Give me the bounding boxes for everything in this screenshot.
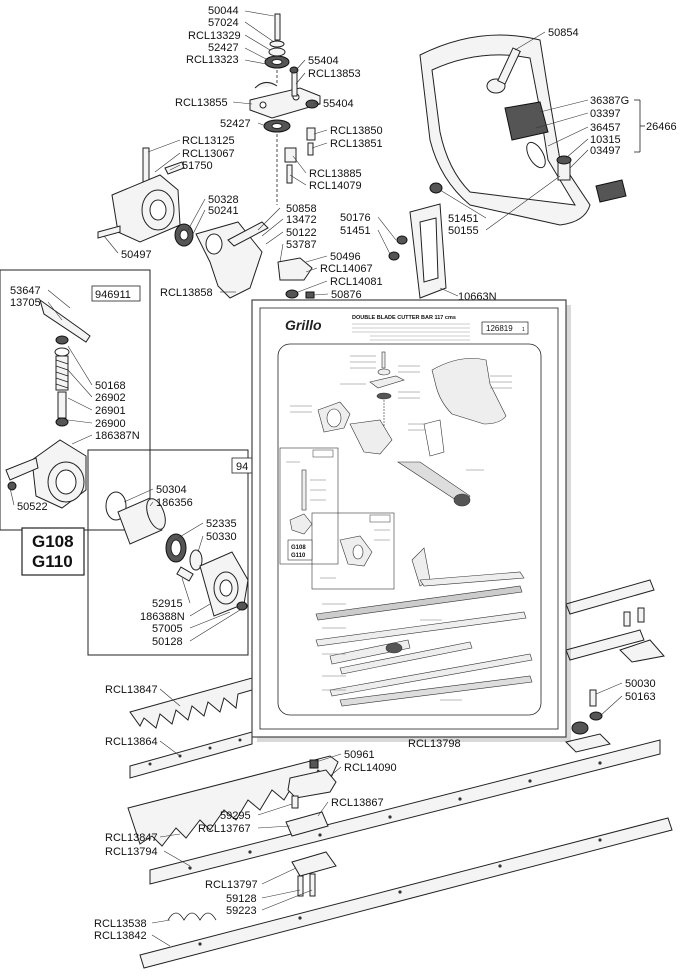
label-rcl13329: RCL13329	[188, 30, 241, 42]
label-51750: 51750	[182, 160, 213, 172]
cutter-hood	[388, 34, 645, 299]
label-52915: 52915	[152, 598, 183, 610]
overlay-g108: G108	[291, 545, 306, 551]
label-13705: 13705	[10, 297, 41, 309]
label-rcl13067: RCL13067	[182, 148, 235, 160]
inset-box-946911	[0, 269, 151, 531]
label-186387n: 186387N	[95, 430, 140, 442]
label-59295: 59295	[220, 810, 251, 822]
leader-lines	[9, 10, 623, 947]
label-50858: 50858	[286, 203, 317, 215]
label-rcl13864: RCL13864	[105, 736, 158, 748]
label-rcl13851: RCL13851	[330, 138, 383, 150]
label-53647: 53647	[10, 285, 41, 297]
label-26466: 26466	[646, 121, 677, 133]
label-51451-b: 51451	[448, 213, 479, 225]
label-50854: 50854	[548, 27, 579, 39]
label-94: 94	[236, 461, 248, 473]
model-box	[21, 527, 85, 576]
label-50876: 50876	[331, 289, 362, 301]
label-50168: 50168	[95, 380, 126, 392]
grillo-logo: Grillo	[285, 317, 322, 333]
label-rcl13867: RCL13867	[331, 797, 384, 809]
label-55404: 55404	[308, 55, 339, 67]
label-55404-b: 55404	[323, 98, 354, 110]
label-rcl13858: RCL13858	[160, 287, 213, 299]
label-52427-b: 52427	[220, 118, 251, 130]
label-186388n: 186388N	[140, 611, 185, 623]
label-59128: 59128	[226, 893, 257, 905]
overview-thumbnail-card[interactable]: Grillo DOUBLE BLADE CUTTER BAR 117 cms 1…	[251, 299, 571, 742]
label-rcl14081: RCL14081	[330, 276, 383, 288]
label-50241: 50241	[208, 205, 239, 217]
label-rcl14090: RCL14090	[344, 762, 397, 774]
label-57005: 57005	[152, 623, 183, 635]
overlay-miniature-labels	[286, 355, 512, 701]
label-rcl13850: RCL13850	[330, 125, 383, 137]
overlay-title: DOUBLE BLADE CUTTER BAR 117 cms	[352, 315, 456, 321]
label-50522: 50522	[17, 501, 48, 513]
top-bolt-stack	[249, 13, 321, 205]
label-rcl13125: RCL13125	[182, 135, 235, 147]
label-rcl13798: RCL13798	[408, 738, 461, 750]
label-rcl13797: RCL13797	[205, 879, 258, 891]
label-186356: 186356	[156, 497, 193, 509]
label-50044: 50044	[208, 5, 239, 17]
label-rcl13538: RCL13538	[94, 918, 147, 930]
label-50497: 50497	[121, 249, 152, 261]
label-rcl13794: RCL13794	[105, 846, 158, 858]
label-36387g: 36387G	[590, 95, 629, 107]
label-946911: 946911	[95, 289, 131, 301]
label-50163: 50163	[625, 691, 656, 703]
overlay-code-suffix: 1	[522, 327, 525, 333]
label-26901: 26901	[95, 405, 126, 417]
label-50961: 50961	[344, 749, 375, 761]
label-52335: 52335	[206, 518, 237, 530]
label-26900: 26900	[95, 418, 126, 430]
label-rcl13853: RCL13853	[308, 68, 361, 80]
label-13472: 13472	[286, 214, 317, 226]
label-50030: 50030	[625, 678, 656, 690]
label-rcl13855: RCL13855	[175, 97, 228, 109]
label-50122: 50122	[286, 227, 317, 239]
label-57024: 57024	[208, 17, 239, 29]
label-50330: 50330	[206, 531, 237, 543]
label-rcl13323: RCL13323	[186, 54, 239, 66]
label-rcl14079: RCL14079	[309, 180, 362, 192]
label-51451-a: 51451	[340, 225, 371, 237]
label-rcl13847-a: RCL13847	[105, 684, 158, 696]
overlay-g110: G110	[291, 553, 306, 559]
drive-arm-assembly	[97, 147, 315, 299]
label-g108: G108	[32, 532, 74, 551]
label-rcl13847-b: RCL13847	[105, 832, 158, 844]
label-50496: 50496	[330, 251, 361, 263]
label-rcl13842: RCL13842	[94, 930, 147, 942]
label-rcl13885: RCL13885	[309, 168, 362, 180]
overlay-miniature-drawing	[279, 351, 533, 707]
label-50155: 50155	[448, 225, 479, 237]
label-59223: 59223	[226, 905, 257, 917]
label-g110: G110	[32, 552, 73, 571]
label-rcl13767: RCL13767	[198, 823, 251, 835]
label-50128: 50128	[152, 636, 183, 648]
inset-box-94	[87, 449, 253, 656]
cutter-bars	[127, 579, 673, 969]
label-50176: 50176	[340, 212, 371, 224]
label-03397: 03397	[590, 108, 621, 120]
label-53787: 53787	[286, 239, 317, 251]
label-03497: 03497	[590, 145, 621, 157]
label-50304: 50304	[156, 484, 187, 496]
label-10315: 10315	[590, 134, 621, 146]
label-52427: 52427	[208, 42, 239, 54]
label-36457: 36457	[590, 122, 621, 134]
label-rcl14067: RCL14067	[320, 263, 373, 275]
label-26902: 26902	[95, 392, 126, 404]
label-50328: 50328	[208, 194, 239, 206]
overlay-code: 126819	[486, 324, 513, 333]
